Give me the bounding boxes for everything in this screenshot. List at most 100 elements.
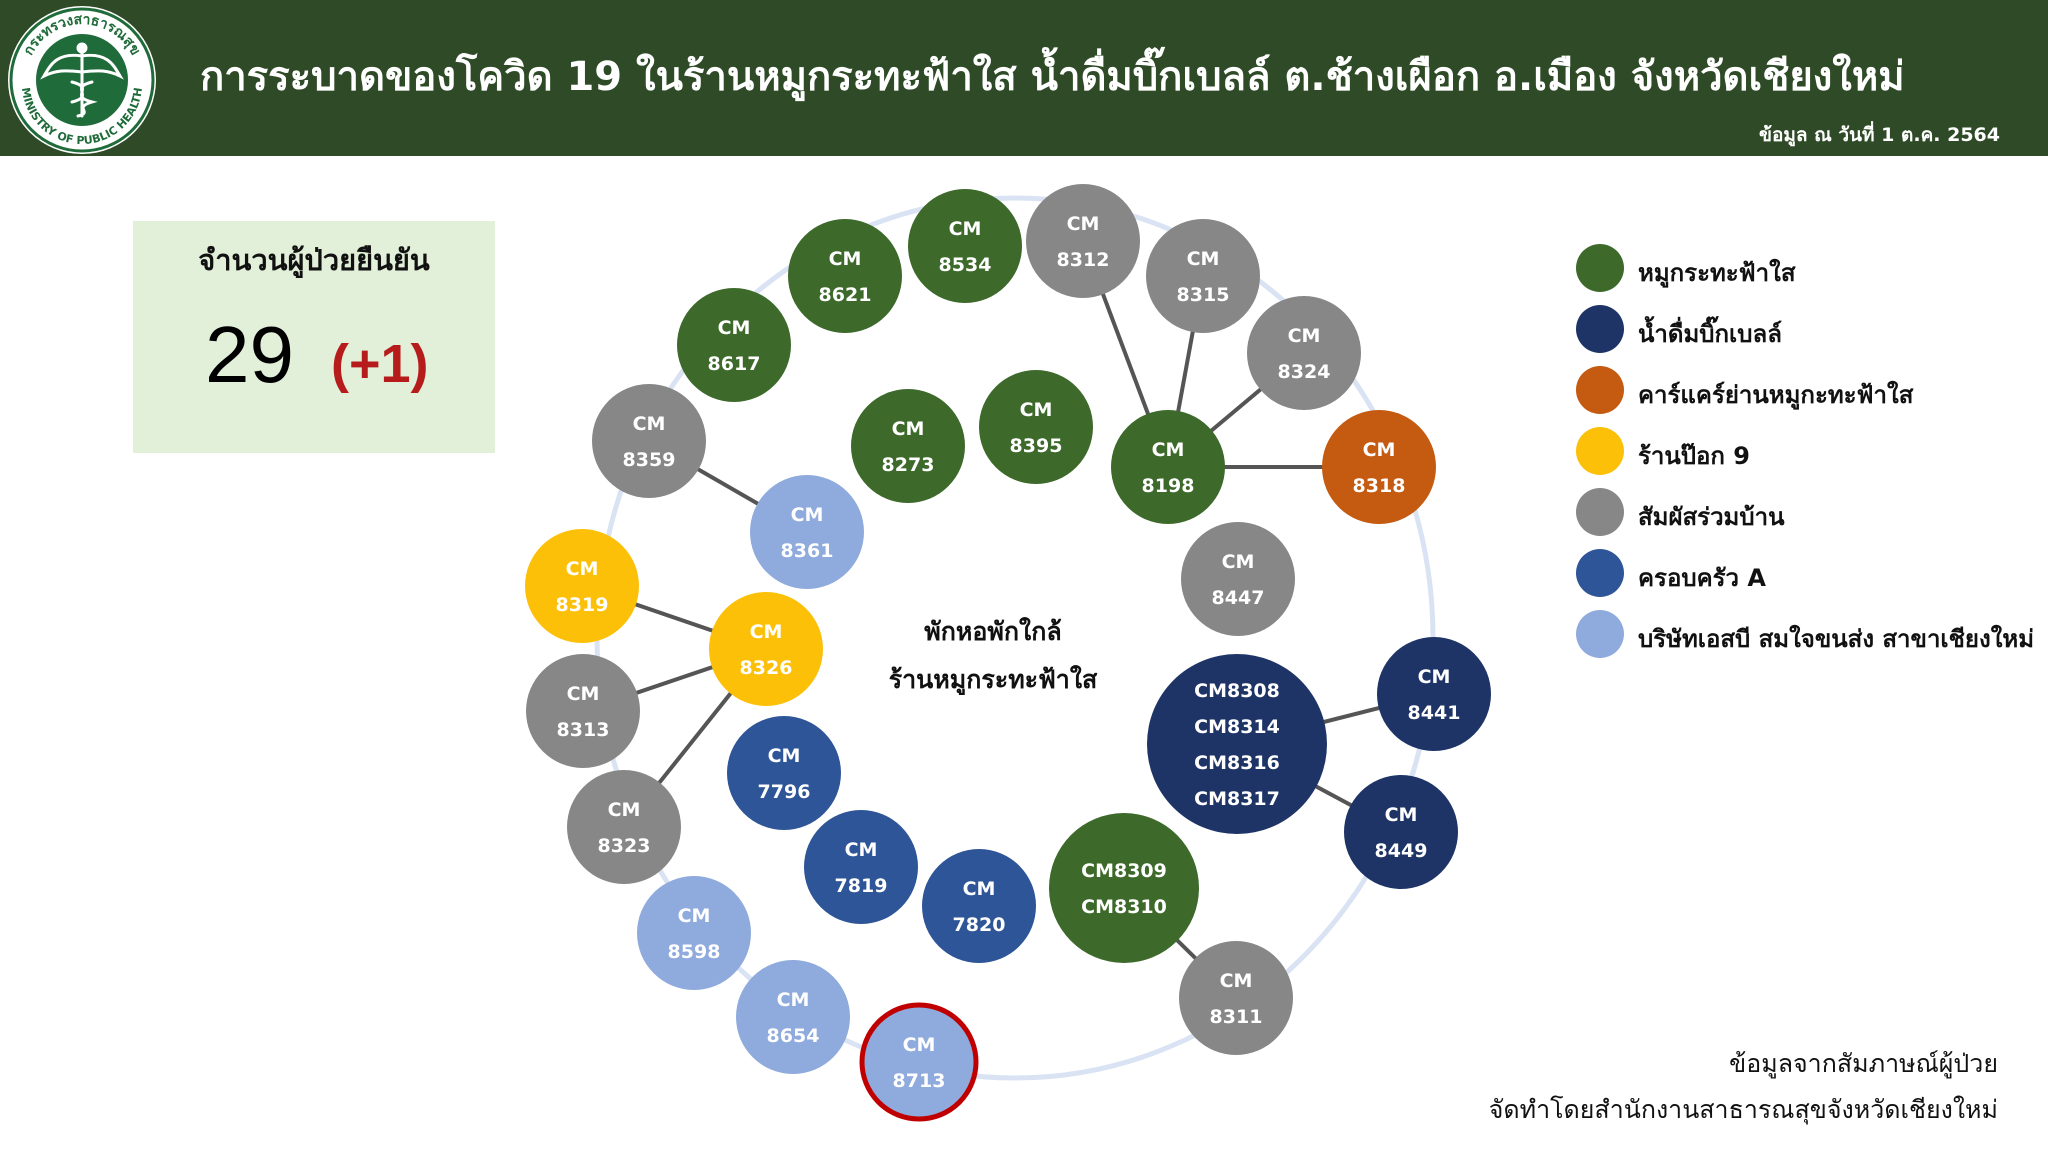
legend-item-big_bell: น้ำดื่มบิ๊กเบลล์ xyxy=(1576,305,2036,355)
case-node-8534: CM 8534 xyxy=(908,189,1022,303)
case-circle-8324 xyxy=(1247,296,1361,410)
case-label-8319-1: 8319 xyxy=(556,594,609,616)
case-label-8326-0: CM xyxy=(750,621,783,643)
case-circle-8449 xyxy=(1344,775,1458,889)
legend-swatch-company xyxy=(1576,610,1624,658)
case-label-8309-0: CM8309 xyxy=(1081,860,1167,882)
case-label-8315-1: 8315 xyxy=(1177,284,1230,306)
case-label-7819-1: 7819 xyxy=(835,875,888,897)
case-circle-8308 xyxy=(1147,654,1327,834)
case-label-8318-0: CM xyxy=(1363,439,1396,461)
case-label-8617-1: 8617 xyxy=(708,353,761,375)
case-label-8654-0: CM xyxy=(777,989,810,1011)
confirmed-count-label: จำนวนผู้ป่วยยืนยัน xyxy=(198,243,430,277)
case-node-7820: CM 7820 xyxy=(922,849,1036,963)
case-circle-7819 xyxy=(804,810,918,924)
case-circle-8309 xyxy=(1049,813,1199,963)
case-node-8621: CM 8621 xyxy=(788,219,902,333)
case-label-8447-1: 8447 xyxy=(1212,587,1265,609)
data-date: ข้อมูล ณ วันที่ 1 ต.ค. 2564 xyxy=(1758,124,2000,146)
case-node-8273: CM 8273 xyxy=(851,389,965,503)
case-label-8621-1: 8621 xyxy=(819,284,872,306)
case-label-8315-0: CM xyxy=(1187,248,1220,270)
case-label-7820-0: CM xyxy=(963,878,996,900)
case-label-7820-1: 7820 xyxy=(953,914,1006,936)
case-label-8273-0: CM xyxy=(892,418,925,440)
footer-source: ข้อมูลจากสัมภาษณ์ผู้ป่วย xyxy=(1729,1049,1998,1078)
legend-item-car_care: คาร์แคร์ย่านหมูกะทะฟ้าใส xyxy=(1576,366,2036,416)
case-label-8308-0: CM8308 xyxy=(1194,680,1280,702)
case-circle-8621 xyxy=(788,219,902,333)
case-circle-8319 xyxy=(525,529,639,643)
case-circle-8395 xyxy=(979,370,1093,484)
ministry-logo-icon: กระทรวงสาธารณสุข MINISTRY OF PUBLIC HEAL… xyxy=(8,6,156,154)
case-label-8323-1: 8323 xyxy=(598,835,651,857)
case-circle-8198 xyxy=(1111,410,1225,524)
case-node-8654: CM 8654 xyxy=(736,960,850,1074)
case-label-8312-0: CM xyxy=(1067,213,1100,235)
legend-item-family_a: ครอบครัว A xyxy=(1576,549,2036,599)
case-circle-7796 xyxy=(727,716,841,830)
page-title: การระบาดของโควิด 19 ในร้านหมูกระทะฟ้าใส … xyxy=(200,54,1905,100)
legend-label-car_care: คาร์แคร์ย่านหมูกะทะฟ้าใส xyxy=(1638,381,1914,409)
case-label-8324-1: 8324 xyxy=(1278,361,1331,383)
legend-swatch-car_care xyxy=(1576,366,1624,414)
legend-item-moo_kratha: หมูกระทะฟ้าใส xyxy=(1576,244,2036,294)
legend-label-company: บริษัทเอสบี สมใจขนส่ง สาขาเชียงใหม่ xyxy=(1638,625,2035,653)
case-node-8441: CM 8441 xyxy=(1377,637,1491,751)
legend-swatch-family_a xyxy=(1576,549,1624,597)
case-label-8598-0: CM xyxy=(678,905,711,927)
caduceus-emblem-icon xyxy=(40,42,124,118)
case-label-8534-0: CM xyxy=(949,218,982,240)
case-label-8621-0: CM xyxy=(829,248,862,270)
case-label-8359-1: 8359 xyxy=(623,449,676,471)
case-label-8449-0: CM xyxy=(1385,804,1418,826)
case-label-8534-1: 8534 xyxy=(939,254,992,276)
legend-label-household: สัมผัสร่วมบ้าน xyxy=(1638,503,1785,531)
case-label-8311-0: CM xyxy=(1220,970,1253,992)
case-circle-8447 xyxy=(1181,522,1295,636)
case-label-8441-0: CM xyxy=(1418,666,1451,688)
center-label-line-1: พักหอพักใกล้ xyxy=(924,616,1061,646)
legend-label-pok9: ร้านป๊อก 9 xyxy=(1638,442,1751,470)
case-label-8308-3: CM8317 xyxy=(1194,788,1280,810)
case-circle-8361 xyxy=(750,475,864,589)
case-label-8309-1: CM8310 xyxy=(1081,896,1167,918)
case-label-8198-1: 8198 xyxy=(1142,475,1195,497)
case-label-8318-1: 8318 xyxy=(1353,475,1406,497)
case-label-8654-1: 8654 xyxy=(767,1025,820,1047)
case-label-8441-1: 8441 xyxy=(1408,702,1461,724)
case-circle-8617 xyxy=(677,288,791,402)
case-label-8198-0: CM xyxy=(1152,439,1185,461)
case-label-8598-1: 8598 xyxy=(668,941,721,963)
case-label-8323-0: CM xyxy=(608,799,641,821)
case-label-8313-1: 8313 xyxy=(557,719,610,741)
case-label-8361-1: 8361 xyxy=(781,540,834,562)
confirmed-count-delta: (+1) xyxy=(331,334,429,394)
case-label-8273-1: 8273 xyxy=(882,454,935,476)
case-label-8447-0: CM xyxy=(1222,551,1255,573)
case-label-8361-0: CM xyxy=(791,504,824,526)
case-label-8311-1: 8311 xyxy=(1210,1006,1263,1028)
case-node-8311: CM 8311 xyxy=(1179,941,1293,1055)
header-bar: กระทรวงสาธารณสุข MINISTRY OF PUBLIC HEAL… xyxy=(0,0,2048,156)
center-label-line-2: ร้านหมูกระทะฟ้าใส xyxy=(889,664,1098,696)
legend-swatch-pok9 xyxy=(1576,427,1624,475)
case-node-8323: CM 8323 xyxy=(567,770,681,884)
case-circle-8598 xyxy=(637,876,751,990)
case-node-8198: CM 8198 xyxy=(1111,410,1225,524)
case-label-8308-1: CM8314 xyxy=(1194,716,1280,738)
case-label-8359-0: CM xyxy=(633,413,666,435)
case-label-8449-1: 8449 xyxy=(1375,840,1428,862)
legend-label-family_a: ครอบครัว A xyxy=(1638,564,1766,592)
case-node-8318: CM 8318 xyxy=(1322,410,1436,524)
case-circle-8315 xyxy=(1146,219,1260,333)
case-circle-8326 xyxy=(709,592,823,706)
